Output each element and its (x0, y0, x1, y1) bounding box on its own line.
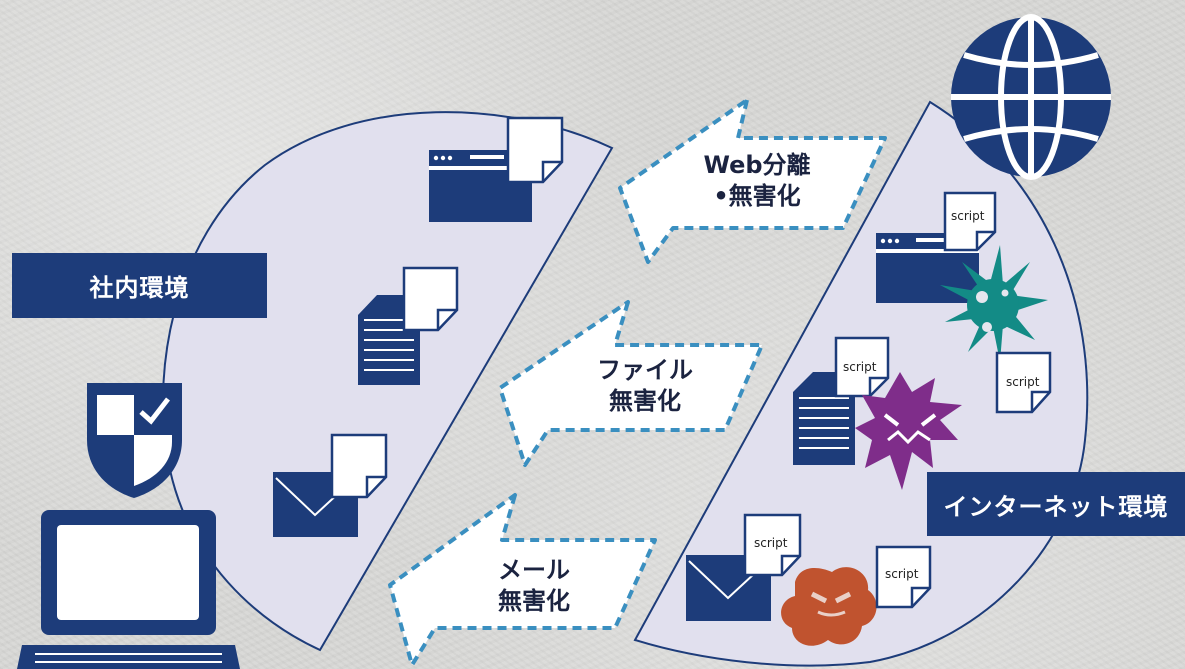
script-label: script (843, 360, 877, 374)
script-label: script (951, 209, 985, 223)
script-file-icon: script (743, 513, 802, 577)
script-label: script (1006, 375, 1040, 389)
internet-environment-label-text: インターネット環境 (943, 492, 1169, 521)
arrow-web-isolation (618, 98, 887, 264)
arrow-web-isolation-line1: Web分離 (703, 151, 811, 179)
internal-environment-label-text: 社内環境 (89, 274, 190, 302)
virus-icon (855, 372, 962, 490)
internal-environment-label: 社内環境 (12, 253, 267, 318)
virus-icon (781, 567, 877, 646)
script-label: script (754, 536, 788, 550)
arrow-web-isolation-line2: •無害化 (713, 182, 801, 210)
arrow-mail-sanitize-line1: メール (498, 556, 570, 584)
script-file-icon: script (943, 191, 997, 252)
laptop-icon (17, 510, 240, 669)
arrow-mail-sanitize-line2: 無害化 (498, 587, 570, 615)
virus-icon (940, 245, 1048, 362)
internal-page-icon (402, 266, 459, 332)
script-label: script (885, 567, 919, 581)
internet-environment-label: インターネット環境 (927, 472, 1185, 536)
script-file-icon: script (834, 336, 890, 398)
arrow-file-sanitize-text: ファイル 無害化 (560, 355, 730, 417)
globe-icon (951, 14, 1111, 180)
internal-page-icon (330, 433, 388, 499)
internal-page-icon (506, 116, 564, 184)
arrow-web-isolation-text: Web分離 •無害化 (672, 150, 842, 212)
arrow-mail-sanitize (388, 493, 657, 667)
arrow-file-sanitize (498, 300, 764, 467)
arrow-mail-sanitize-text: メール 無害化 (449, 555, 619, 617)
shield-check-icon (87, 383, 182, 498)
arrow-file-sanitize-line2: 無害化 (609, 387, 681, 415)
arrow-file-sanitize-line1: ファイル (597, 356, 693, 384)
script-file-icon: script (995, 351, 1052, 414)
script-file-icon: script (875, 545, 932, 609)
